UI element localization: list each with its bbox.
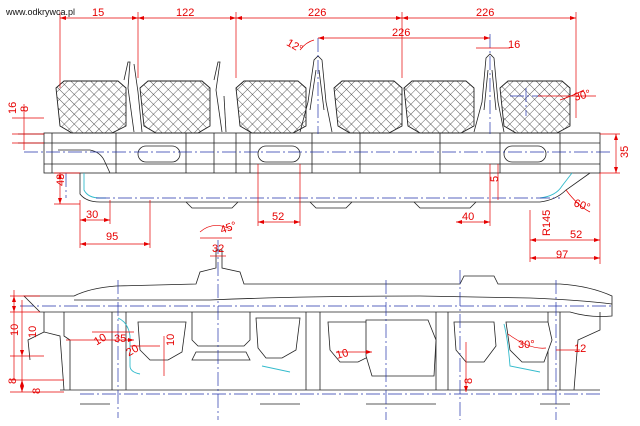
- track-pads: [55, 80, 571, 134]
- dim-40: 40: [462, 211, 474, 223]
- dim-10: 10: [165, 334, 177, 346]
- arrowheads-upper: [58, 16, 618, 260]
- dim-10: 10: [27, 326, 39, 338]
- dim-10: 10: [92, 332, 109, 349]
- arrowheads-lower: [12, 296, 468, 392]
- dim-43: 43: [55, 174, 67, 186]
- dim-52: 52: [570, 229, 582, 241]
- dim-32: 32: [212, 243, 224, 255]
- track-pad: [403, 80, 475, 134]
- dim-8: 8: [31, 388, 43, 394]
- dim-10: 10: [335, 347, 350, 362]
- upper-body: [18, 132, 601, 209]
- dim-angle-30: 30°: [518, 339, 535, 351]
- track-pad: [55, 80, 127, 134]
- dim-95: 95: [106, 231, 118, 243]
- lower-view: [10, 225, 614, 420]
- dim-30: 30: [86, 209, 98, 221]
- dim-angle-30: 30°: [573, 88, 592, 104]
- dim-8: 8: [463, 378, 475, 384]
- watermark: www.odkrywca.pl: [5, 7, 75, 17]
- dim-226: 226: [308, 7, 326, 19]
- track-pad: [333, 80, 403, 134]
- dim-35: 35: [114, 333, 126, 345]
- dim-angle-45: 45°: [219, 220, 239, 237]
- dim-15: 15: [92, 7, 104, 19]
- dim-20: 20: [124, 343, 141, 360]
- centerlines-lower: [20, 240, 614, 420]
- dim-angle-12: 12°: [284, 37, 304, 56]
- dimension-lines-upper: [12, 12, 620, 264]
- track-pad: [235, 80, 307, 134]
- dim-8: 8: [7, 378, 19, 384]
- dim-8: 8: [19, 106, 31, 112]
- dim-16: 16: [7, 102, 19, 114]
- dim-r145: R145: [541, 210, 553, 236]
- dim-10: 10: [9, 324, 21, 336]
- dim-16: 16: [508, 39, 520, 51]
- dim-angle-60: 60°: [572, 197, 592, 214]
- centerlines-upper: [24, 34, 612, 199]
- dim-52: 52: [272, 211, 284, 223]
- dim-122: 122: [176, 7, 194, 19]
- dim-97: 97: [556, 249, 568, 261]
- dimension-labels: www.odkrywca.pl 15 122 226 226 226 12° 1…: [5, 7, 631, 394]
- lower-rail: [23, 249, 613, 391]
- dim-226: 226: [476, 7, 494, 19]
- track-pad: [499, 80, 571, 134]
- track-pad: [139, 80, 211, 134]
- guide-horns: [123, 53, 505, 133]
- dim-12: 12: [574, 343, 586, 355]
- lower-cells: [60, 312, 600, 405]
- dim-5: 5: [489, 176, 501, 182]
- upper-view: [12, 12, 620, 264]
- dim-226: 226: [392, 27, 410, 39]
- dimension-lines-lower: [10, 225, 580, 393]
- dim-35: 35: [619, 146, 631, 158]
